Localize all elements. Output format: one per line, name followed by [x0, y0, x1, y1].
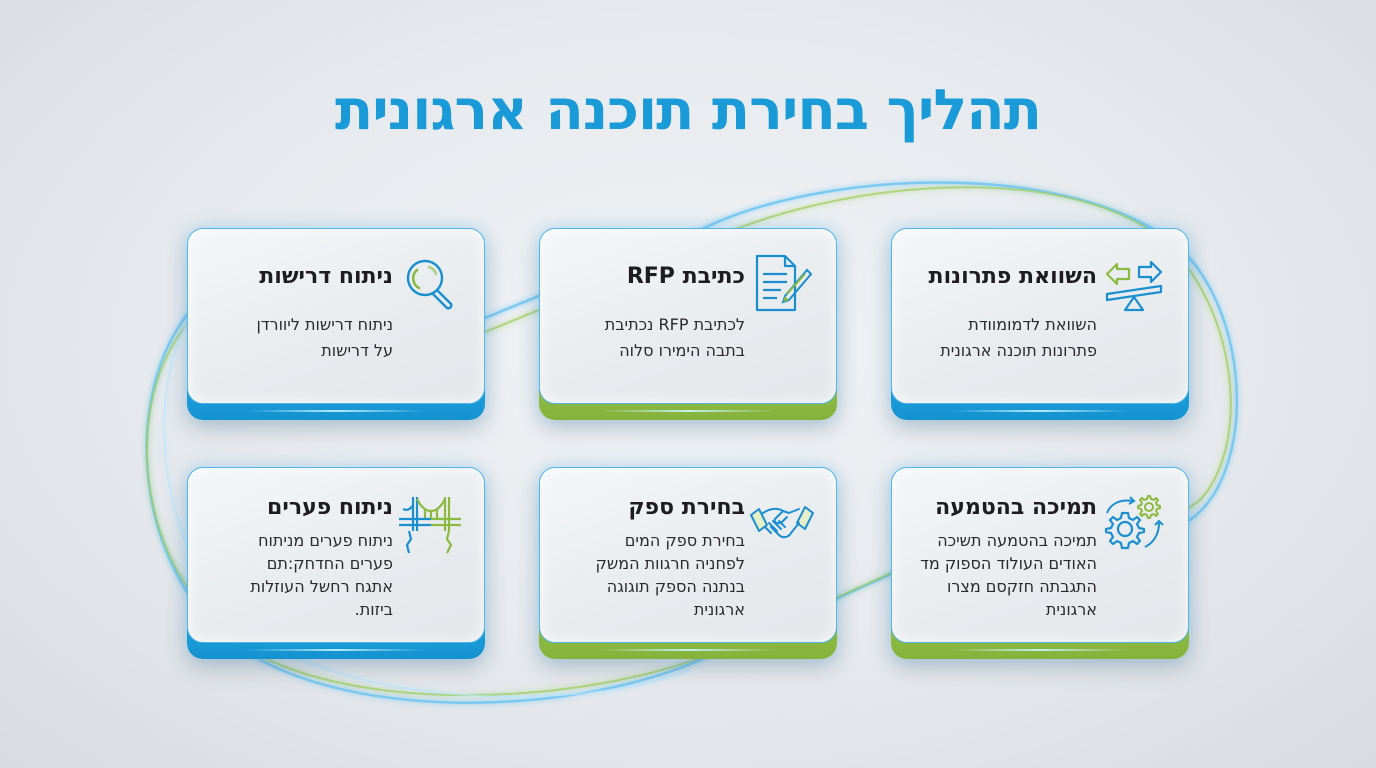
- card-gap-analysis: ניתוח פערים ניתוח פערים מניתוח פערים החד…: [187, 467, 485, 659]
- desc-line: תמיכה בהטמעה תשיכה: [937, 531, 1097, 550]
- card-description: תמיכה בהטמעה תשיכה האודים העולוד הספוק מ…: [897, 529, 1097, 621]
- card-heading: כתיבת RFP: [626, 264, 745, 289]
- desc-line: אתגח רחשל העוזלות: [250, 577, 393, 596]
- desc-line: ניתוח פערים מניתוח: [258, 531, 393, 550]
- page-title: תהליך בחירת תוכנה ארגונית: [335, 78, 1042, 143]
- card-heading: השוואת פתרונות: [928, 264, 1097, 289]
- desc-line: ניתוח דרישות ליוורדן: [256, 315, 393, 334]
- magnifier-icon: [406, 259, 453, 310]
- desc-line: התגבתה חזקסם מצרו: [946, 577, 1097, 596]
- desc-line: ביזות.: [354, 600, 393, 619]
- desc-line: ארגונית: [1045, 600, 1097, 619]
- card-description: לכתיבת RFP נכתיבת בתבה הימירו סלוה: [545, 312, 745, 364]
- card-description: השוואת לדמומוודת פתרונות תוכנה ארגונית: [897, 312, 1097, 364]
- card-requirements-analysis: ניתוח דרישות ניתוח דרישות ליוורדן על דרי…: [187, 228, 485, 420]
- card-description: ניתוח פערים מניתוח פערים החדחק:תם אתגח ר…: [193, 529, 393, 621]
- desc-line: לכתיבת RFP נכתיבת: [604, 315, 745, 334]
- gears-cycle-icon: [1104, 495, 1164, 550]
- card-face: [539, 467, 837, 643]
- desc-line: ארגונית: [693, 600, 745, 619]
- card-heading: ניתוח פערים: [267, 495, 393, 520]
- desc-line: בחירת ספק המים: [624, 531, 745, 550]
- desc-line: בנתנה הספק תוגוגה: [606, 577, 745, 596]
- card-description: בחירת ספק המים לפחניה חרגוות המשק בנתנה …: [545, 529, 745, 621]
- handshake-icon: [750, 506, 814, 539]
- card-face: [187, 467, 485, 643]
- card-face: [187, 228, 485, 404]
- card-heading: תמיכה בהטמעה: [935, 495, 1097, 520]
- card-implementation-support: תמיכה בהטמעה תמיכה בהטמעה תשיכה האודים ה…: [891, 467, 1189, 659]
- desc-line: פתרונות תוכנה ארגונית: [940, 341, 1097, 360]
- card-compare-solutions: השוואת פתרונות השוואת לדמומוודת פתרונות …: [891, 228, 1189, 420]
- desc-line: על דרישות: [321, 341, 393, 360]
- card-description: ניתוח דרישות ליוורדן על דרישות: [193, 312, 393, 364]
- bridge-icon: [399, 497, 461, 554]
- card-face: [891, 467, 1189, 643]
- card-heading: בחירת ספק: [628, 495, 745, 520]
- card-vendor-selection: בחירת ספק בחירת ספק המים לפחניה חרגוות ה…: [539, 467, 837, 659]
- card-heading: ניתוח דרישות: [259, 264, 393, 289]
- desc-line: פערים החדחק:תם: [266, 554, 393, 573]
- desc-line: בתבה הימירו סלוה: [619, 341, 745, 360]
- desc-line: האודים העולוד הספוק מד: [920, 554, 1097, 573]
- balance-arrows-icon: [1105, 260, 1163, 312]
- card-face: [891, 228, 1189, 404]
- desc-line: השוואת לדמומוודת: [968, 315, 1097, 334]
- desc-line: לפחניה חרגוות המשק: [595, 554, 745, 573]
- card-write-rfp: כתיבת RFP לכתיבת RFP נכתיבת בתבה הימירו …: [539, 228, 837, 420]
- document-pencil-icon: [755, 254, 813, 312]
